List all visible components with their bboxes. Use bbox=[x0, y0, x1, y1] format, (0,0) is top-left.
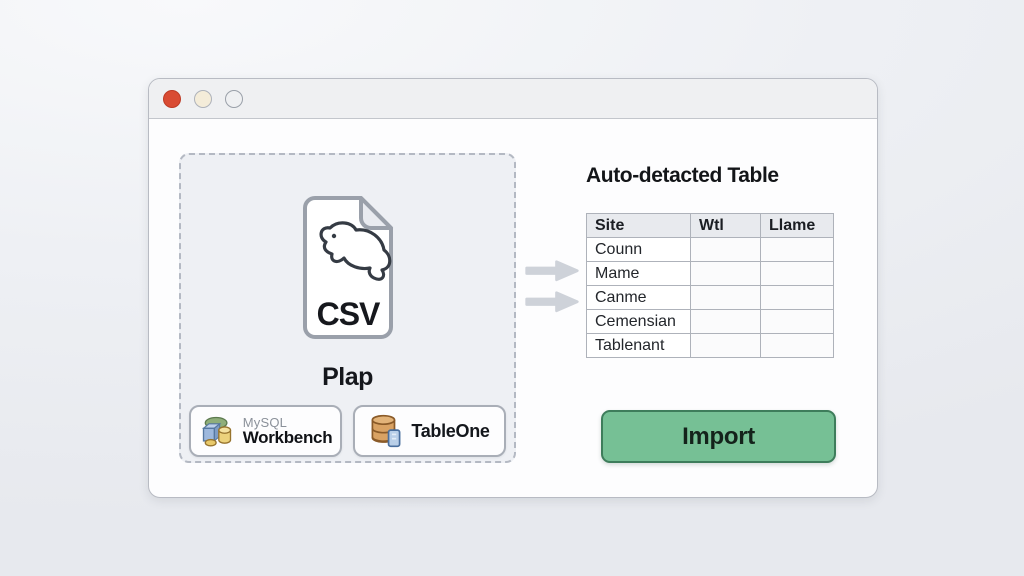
arrow-right-icon bbox=[525, 290, 579, 312]
panel-title: Auto-detacted Table bbox=[586, 164, 779, 187]
table-cell bbox=[690, 237, 761, 262]
csv-file-icon: CSV bbox=[302, 196, 393, 339]
table-cell bbox=[760, 237, 834, 262]
file-name-label: Plap bbox=[322, 363, 373, 391]
table-cell bbox=[690, 333, 761, 358]
table-cell: Tablenant bbox=[586, 333, 691, 358]
table-cell bbox=[690, 285, 761, 310]
workbench-brand-label: Workbench bbox=[242, 428, 333, 447]
detected-table: Site Wtl Llame Counn Mame Canme bbox=[586, 213, 834, 358]
table-cell bbox=[690, 261, 761, 286]
table-cell: Cemensian bbox=[586, 309, 691, 334]
table-row: Tablenant bbox=[586, 333, 834, 358]
table-cell: Canme bbox=[586, 285, 691, 310]
table-cell bbox=[760, 309, 834, 334]
mysql-workbench-button[interactable]: MySQL Workbench bbox=[189, 405, 342, 457]
import-button[interactable]: Import bbox=[601, 410, 836, 463]
minimize-window-icon[interactable] bbox=[194, 89, 212, 108]
mysql-brand-label: MySQL bbox=[242, 415, 288, 430]
tableone-button[interactable]: TableOne bbox=[353, 405, 506, 457]
close-window-icon[interactable] bbox=[163, 89, 181, 108]
csv-badge-label: CSV bbox=[316, 296, 380, 332]
table-cell bbox=[690, 309, 761, 334]
database-icon bbox=[371, 414, 401, 448]
table-row: Counn bbox=[586, 237, 834, 262]
arrow-right-icon bbox=[525, 260, 579, 282]
table-cell: Mame bbox=[586, 261, 691, 286]
mysql-workbench-logo-icon bbox=[201, 416, 231, 447]
import-dialog-window: CSV Plap MySQL Workbench bbox=[148, 78, 878, 498]
tableone-label: TableOne bbox=[411, 420, 490, 441]
transfer-arrows bbox=[523, 259, 581, 313]
table-cell bbox=[760, 333, 834, 358]
column-header: Llame bbox=[760, 213, 834, 238]
table-row: Cemensian bbox=[586, 309, 834, 334]
column-header: Site bbox=[586, 213, 691, 238]
table-cell bbox=[760, 285, 834, 310]
window-titlebar bbox=[149, 79, 877, 119]
table-row: Canme bbox=[586, 285, 834, 310]
mysql-dolphin-icon bbox=[319, 221, 391, 281]
maximize-window-icon[interactable] bbox=[225, 89, 243, 108]
column-header: Wtl bbox=[690, 213, 761, 238]
table-cell bbox=[760, 261, 834, 286]
table-header-row: Site Wtl Llame bbox=[586, 213, 834, 238]
csv-dropzone[interactable]: CSV Plap MySQL Workbench bbox=[179, 153, 516, 463]
table-cell: Counn bbox=[586, 237, 691, 262]
table-row: Mame bbox=[586, 261, 834, 286]
